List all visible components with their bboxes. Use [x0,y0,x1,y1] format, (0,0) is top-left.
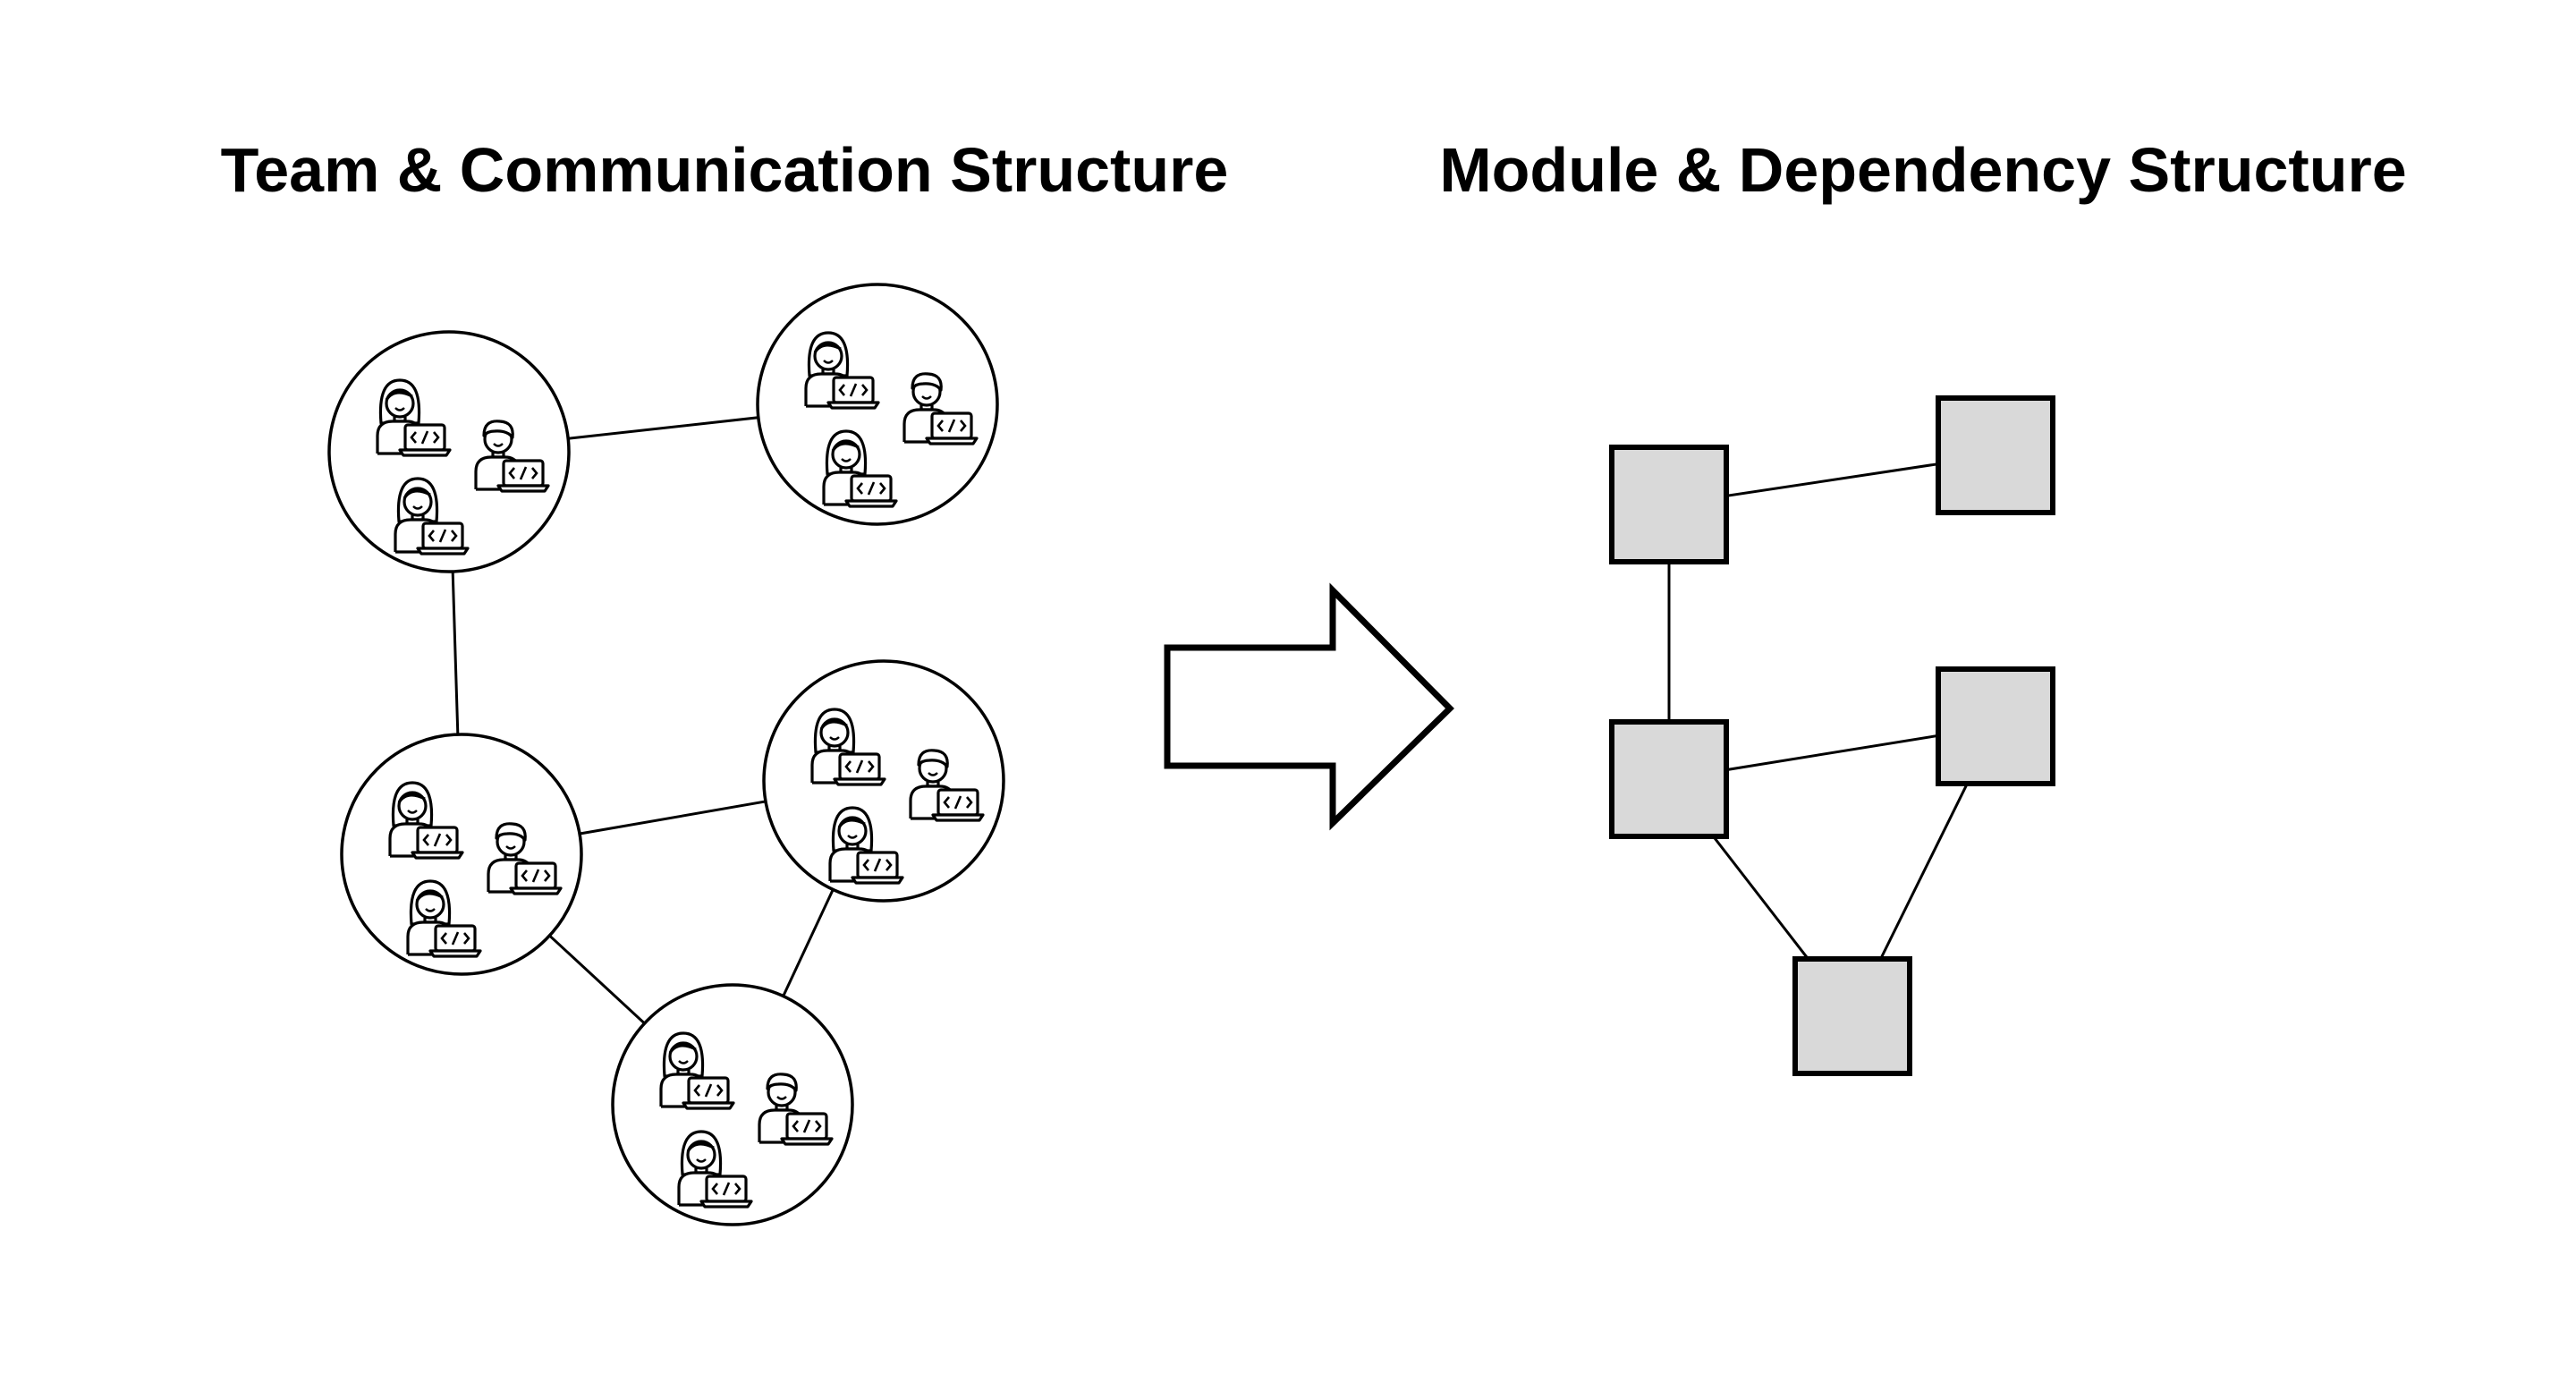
team-of-developers-icon [611,983,854,1226]
woman-developer-icon [822,429,898,508]
module-dependency-title: Module & Dependency Structure [1439,135,2407,205]
woman-developer-icon [828,806,904,885]
woman-developer-icon [388,781,464,860]
teams [327,283,1005,1226]
module-box [1792,956,1912,1076]
modules [1609,395,2055,1076]
man-developer-icon [909,749,985,822]
woman-developer-icon [804,331,880,410]
right-arrow-icon [1164,582,1454,831]
man-developer-icon [487,822,563,895]
woman-developer-icon [810,708,886,786]
team-of-developers-icon [340,733,583,976]
team-of-developers-icon [762,659,1005,903]
arrow-layer [1164,582,1454,831]
woman-developer-icon [394,477,470,556]
woman-developer-icon [376,378,452,457]
man-developer-icon [474,420,550,493]
module-box [1609,719,1729,839]
team-of-developers-icon [327,330,571,573]
man-developer-icon [902,372,979,445]
man-developer-icon [758,1073,834,1146]
woman-developer-icon [406,879,482,958]
woman-developer-icon [677,1130,753,1209]
team-communication-title: Team & Communication Structure [220,135,1229,205]
module-box [1936,666,2055,786]
woman-developer-icon [659,1031,735,1110]
team-of-developers-icon [756,283,999,526]
module-box [1609,445,1729,564]
module-box [1936,395,2055,515]
